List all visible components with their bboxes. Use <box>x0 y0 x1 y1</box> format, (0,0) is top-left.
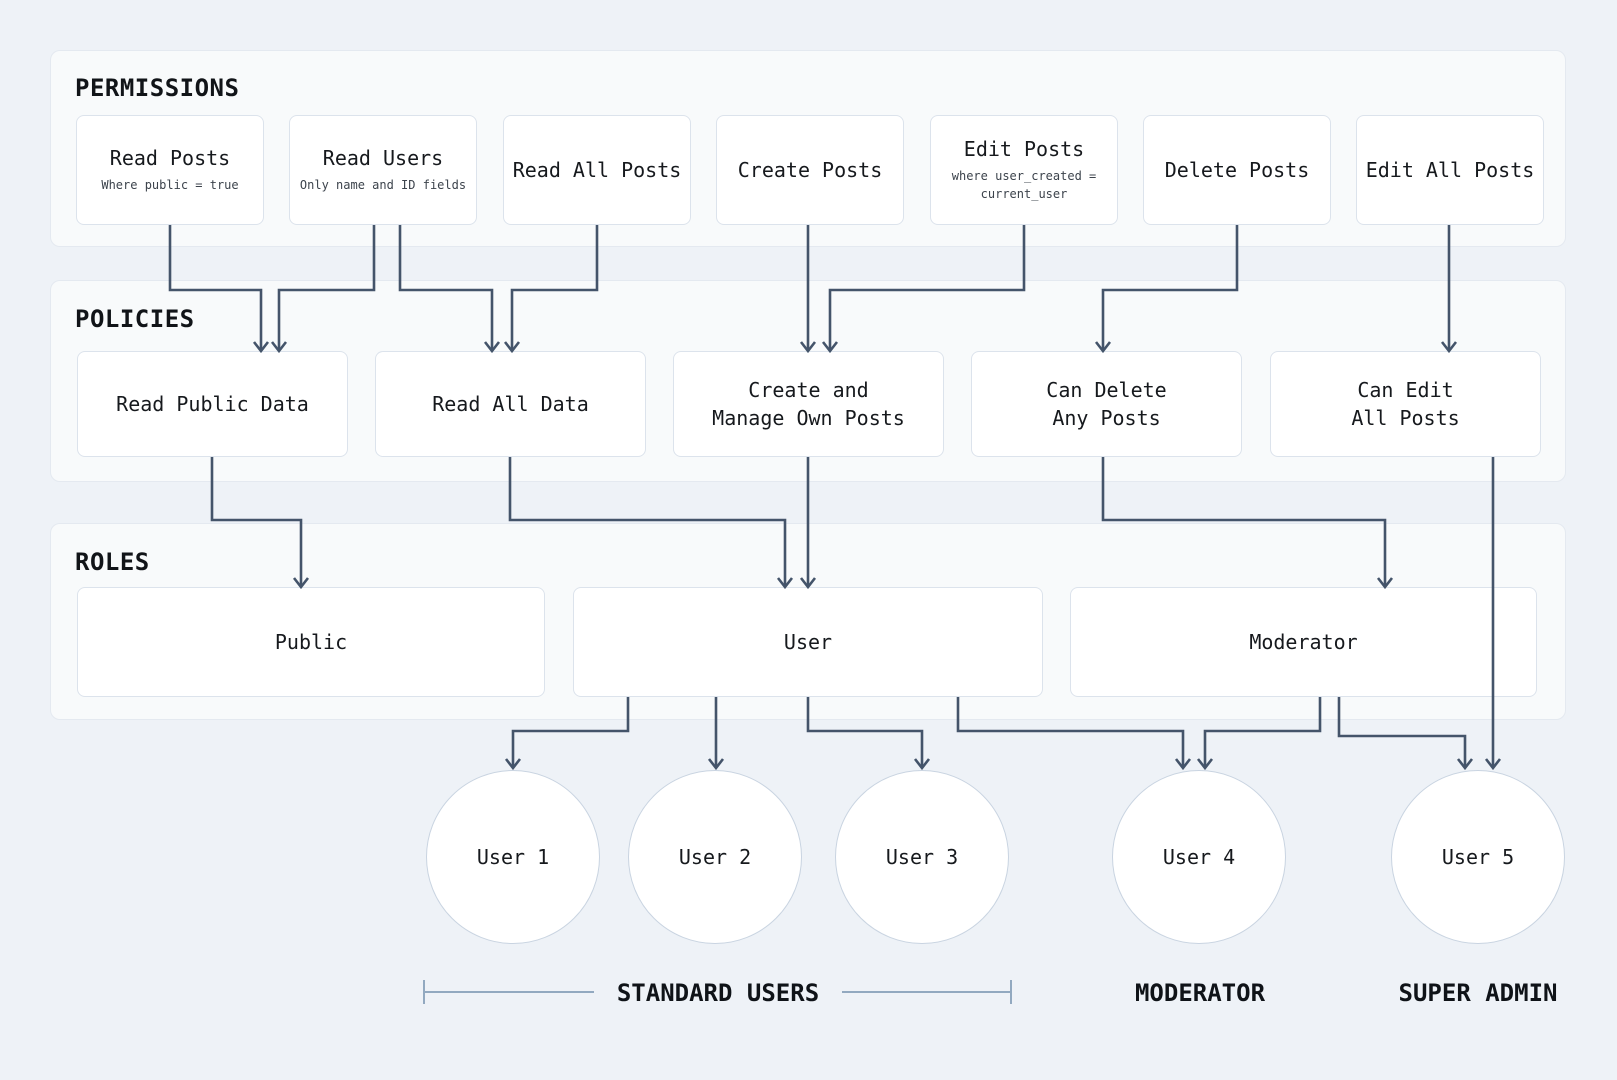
node-subtitle: where user_created = current_user <box>951 169 1097 201</box>
user-label: User 1 <box>476 845 550 869</box>
node-title: Read All Posts <box>512 157 682 182</box>
permission-node-create-posts: Create Posts <box>716 115 904 225</box>
roles-section-title: ROLES <box>75 548 150 576</box>
bracket-right-tick <box>1010 980 1012 1004</box>
node-title: Edit All Posts <box>1365 157 1535 182</box>
group-label-standard-users: STANDARD USERS <box>616 979 820 1007</box>
node-title: Can Edit <box>1357 378 1454 402</box>
node-title: Delete Posts <box>1164 157 1310 182</box>
permission-node-edit-all-posts: Edit All Posts <box>1356 115 1544 225</box>
user-circle-1: User 1 <box>426 770 600 944</box>
node-title-line2: Manage Own Posts <box>712 406 905 430</box>
user-label: User 4 <box>1162 845 1236 869</box>
permission-node-delete-posts: Delete Posts <box>1143 115 1331 225</box>
node-title: Create Posts <box>737 157 883 182</box>
user-circle-2: User 2 <box>628 770 802 944</box>
policy-node-create-manage-own-posts: Create and Manage Own Posts <box>673 351 944 457</box>
policies-section-title: POLICIES <box>75 305 195 333</box>
node-title: Read Posts <box>109 146 231 170</box>
node-title: Read Public Data <box>116 392 309 416</box>
node-title-line2: All Posts <box>1351 406 1460 430</box>
node-title: Read Users <box>322 146 444 170</box>
node-subtitle: Only name and ID fields <box>299 178 467 192</box>
node-title: User <box>783 630 833 654</box>
node-title: Read All Data <box>432 392 589 416</box>
policy-node-can-edit-all-posts: Can Edit All Posts <box>1270 351 1541 457</box>
permission-node-edit-posts: Edit Posts where user_created = current_… <box>930 115 1118 225</box>
user-circle-5: User 5 <box>1391 770 1565 944</box>
policy-node-read-all-data: Read All Data <box>375 351 646 457</box>
group-label-moderator: MODERATOR <box>1134 979 1266 1007</box>
user-circle-4: User 4 <box>1112 770 1286 944</box>
node-title: Edit Posts <box>963 137 1085 161</box>
user-label: User 5 <box>1441 845 1515 869</box>
role-node-public: Public <box>77 587 545 697</box>
role-node-user: User <box>573 587 1043 697</box>
node-title: Public <box>274 630 348 654</box>
node-title: Create and <box>748 378 869 402</box>
user-label: User 2 <box>678 845 752 869</box>
bracket-left-line <box>424 991 594 993</box>
policy-node-read-public-data: Read Public Data <box>77 351 348 457</box>
permission-node-read-users: Read Users Only name and ID fields <box>289 115 477 225</box>
user-label: User 3 <box>885 845 959 869</box>
node-subtitle: Where public = true <box>101 178 239 192</box>
node-title: Moderator <box>1249 630 1358 654</box>
node-title-line2: Any Posts <box>1052 406 1161 430</box>
group-label-super-admin: SUPER ADMIN <box>1398 979 1558 1007</box>
permissions-section-title: PERMISSIONS <box>75 74 240 102</box>
node-title: Can Delete <box>1046 378 1167 402</box>
user-circle-3: User 3 <box>835 770 1009 944</box>
permission-node-read-posts: Read Posts Where public = true <box>76 115 264 225</box>
permission-node-read-all-posts: Read All Posts <box>503 115 691 225</box>
policy-node-can-delete-any-posts: Can Delete Any Posts <box>971 351 1242 457</box>
bracket-right-line <box>842 991 1011 993</box>
role-node-moderator: Moderator <box>1070 587 1537 697</box>
